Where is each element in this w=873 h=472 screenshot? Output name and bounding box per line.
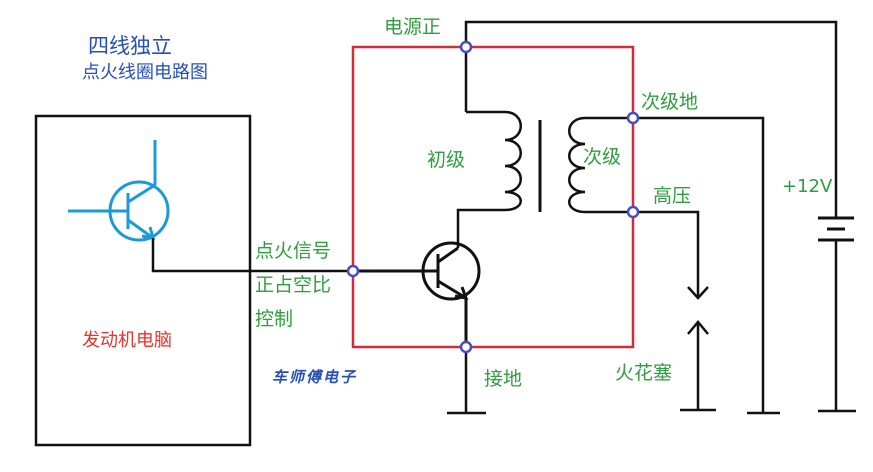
junction-ground [459, 340, 473, 354]
junction-high-voltage [626, 205, 640, 219]
label-primary: 初级 [427, 149, 466, 171]
module-transistor-icon [353, 241, 481, 347]
label-power-positive: 电源正 [384, 16, 442, 38]
ecu-output-wire [151, 238, 353, 273]
label-ecu: 发动机电脑 [82, 330, 172, 351]
junction-signal [346, 264, 360, 278]
high-voltage-wire [633, 210, 709, 300]
secondary-coil [568, 116, 633, 214]
label-ground: 接地 [484, 368, 523, 390]
watermark: 车师傅电子 [272, 368, 358, 386]
label-secondary-ground: 次级地 [641, 91, 699, 113]
junction-secondary-ground [626, 111, 640, 125]
label-ignition-signal: 点火信号 [255, 240, 332, 262]
spark-plug-icon [680, 320, 716, 412]
label-high-voltage: 高压 [653, 185, 692, 207]
diagram-title-line1: 四线独立 [88, 34, 172, 58]
secondary-ground [633, 116, 780, 415]
power-wires [464, 20, 838, 188]
label-spark-plug: 火花塞 [615, 362, 673, 384]
battery-icon [818, 188, 856, 413]
module-ground [447, 347, 486, 415]
ignition-module-box [351, 45, 635, 349]
diagram-title-line2: 点火线圈电路图 [82, 62, 208, 83]
label-duty-cycle: 正占空比 [255, 274, 332, 296]
junction-dots [346, 40, 640, 354]
junction-power [459, 40, 473, 54]
label-control: 控制 [255, 308, 294, 330]
primary-coil [456, 110, 522, 248]
label-secondary: 次级 [583, 146, 622, 168]
label-battery: +12V [782, 176, 833, 197]
ecu-box [34, 114, 252, 447]
ecu-transistor-icon [68, 140, 170, 242]
